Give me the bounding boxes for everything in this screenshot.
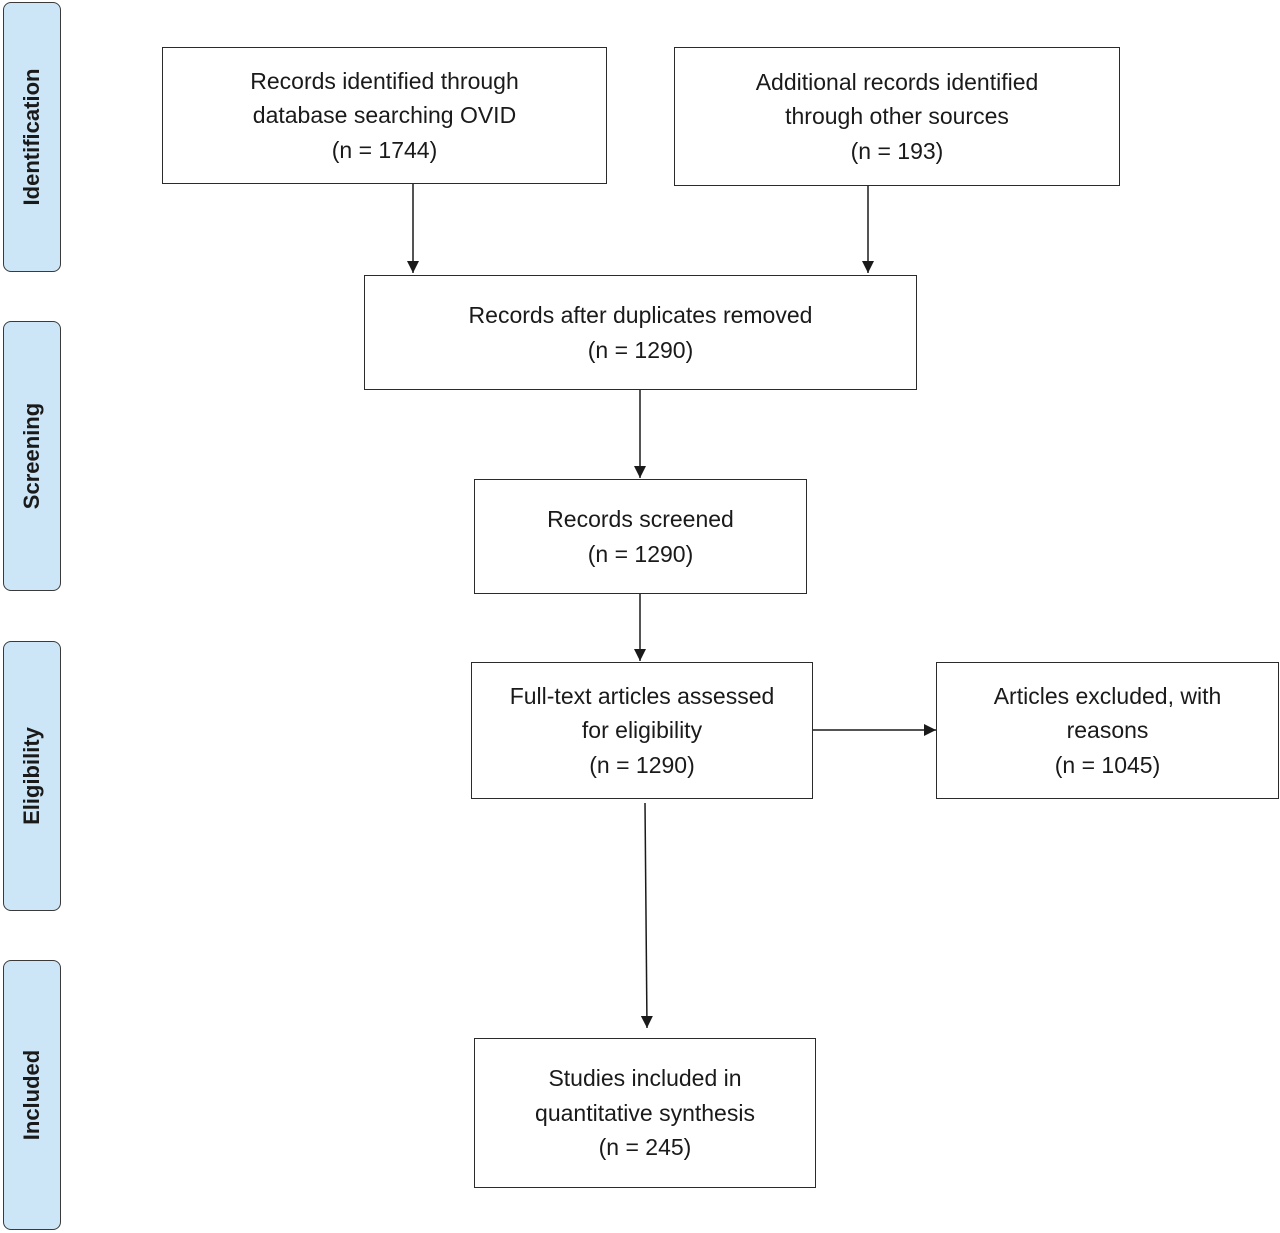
phase-screening: Screening	[3, 321, 61, 591]
box-screened-count: (n = 1290)	[587, 540, 694, 567]
box-duplicates-count: (n = 1290)	[587, 336, 694, 363]
box-fulltext-line2: for eligibility	[581, 717, 703, 744]
box-included-line1: Studies included in	[548, 1065, 742, 1092]
phase-identification: Identification	[3, 2, 61, 272]
box-fulltext-line1: Full-text articles assessed	[509, 682, 775, 709]
box-database-line2: database searching OVID	[252, 102, 517, 129]
box-excluded-count: (n = 1045)	[1054, 751, 1161, 778]
box-database-records: Records identified through database sear…	[162, 47, 607, 184]
box-other-line2: through other sources	[785, 103, 1009, 130]
box-articles-excluded: Articles excluded, with reasons (n = 104…	[936, 662, 1279, 799]
box-other-line1: Additional records identified	[755, 68, 1039, 95]
box-included-count: (n = 245)	[598, 1134, 692, 1161]
box-excluded-line2: reasons	[1066, 717, 1149, 744]
phase-included: Included	[3, 960, 61, 1230]
box-database-line1: Records identified through	[250, 67, 519, 94]
box-fulltext-count: (n = 1290)	[589, 751, 695, 778]
phase-eligibility: Eligibility	[3, 641, 61, 911]
box-duplicates-removed: Records after duplicates removed (n = 12…	[364, 275, 917, 390]
box-database-count: (n = 1744)	[331, 136, 438, 163]
arrow-fulltext-to-included	[640, 802, 653, 1029]
box-records-screened: Records screened (n = 1290)	[474, 479, 807, 594]
box-other-count: (n = 193)	[850, 137, 944, 164]
box-screened-line1: Records screened	[547, 506, 734, 532]
box-full-text-assessed: Full-text articles assessed for eligibil…	[471, 662, 813, 799]
box-duplicates-line1: Records after duplicates removed	[468, 302, 813, 328]
box-other-sources: Additional records identified through ot…	[674, 47, 1120, 186]
box-excluded-line1: Articles excluded, with	[993, 682, 1222, 709]
box-studies-included: Studies included in quantitative synthes…	[474, 1038, 816, 1188]
box-included-line2: quantitative synthesis	[535, 1099, 755, 1126]
